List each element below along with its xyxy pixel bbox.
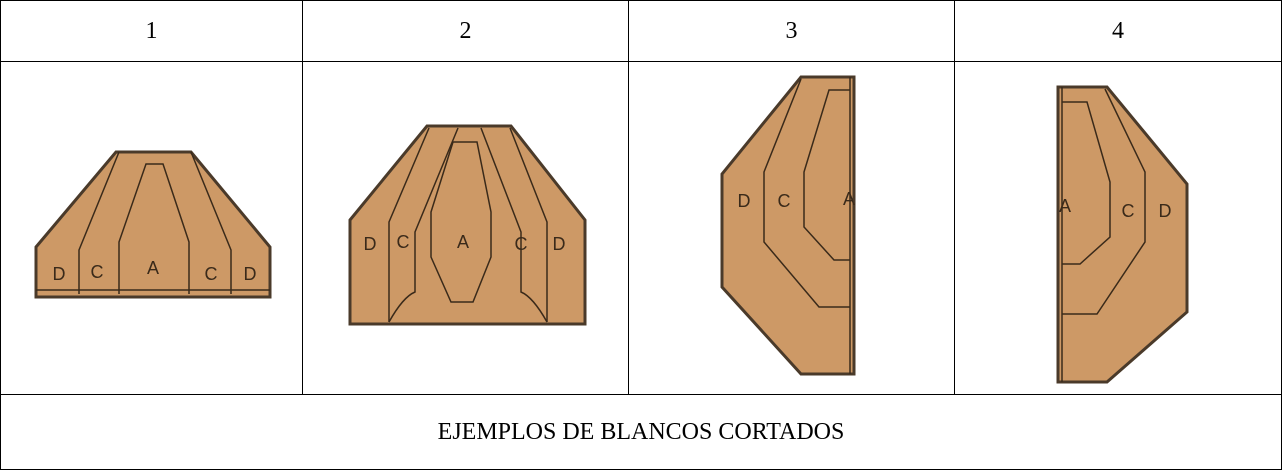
table-rule-header	[0, 61, 1282, 62]
header-cell-3: 3	[785, 17, 798, 44]
table-col-divider-1	[302, 0, 303, 395]
target-2-zone-a: A	[457, 232, 469, 252]
target-illustration-4: A C D	[1056, 85, 1189, 384]
target-1-zone-c-left: C	[91, 262, 104, 282]
target-4-zone-a: A	[1059, 196, 1071, 216]
table-caption: EJEMPLOS DE BLANCOS CORTADOS	[437, 419, 845, 445]
target-1-zone-d-left: D	[53, 264, 66, 284]
target-cell-1: D C A C D	[1, 62, 302, 394]
target-1-zone-d-right: D	[244, 264, 257, 284]
target-illustration-3: D C A	[720, 75, 856, 376]
target-illustration-1: D C A C D	[34, 150, 272, 299]
target-2-zone-d-left: D	[364, 234, 377, 254]
target-3-zone-d: D	[738, 191, 751, 211]
table-border-left	[0, 0, 1, 470]
target-1-zone-a: A	[147, 258, 159, 278]
header-cell-2: 2	[459, 17, 472, 44]
target-3-zone-c: C	[778, 191, 791, 211]
target-3-zone-a: A	[843, 189, 855, 209]
header-cell-1: 1	[145, 17, 158, 44]
target-2-zone-d-right: D	[553, 234, 566, 254]
target-1-zone-c-right: C	[205, 264, 218, 284]
table-rule-caption	[0, 394, 1282, 395]
target-4-zone-d: D	[1159, 201, 1172, 221]
target-2-zone-c-left: C	[397, 232, 410, 252]
table-col-divider-2	[628, 0, 629, 395]
target-4-zone-c: C	[1122, 201, 1135, 221]
target-2-zone-c-right: C	[515, 234, 528, 254]
header-cell-4: 4	[1112, 17, 1124, 44]
target-cell-4: A C D	[955, 62, 1281, 394]
target-cell-2: D C A C D	[303, 62, 628, 394]
target-illustration-2: D C A C D	[348, 124, 587, 326]
target-cell-3: D C A	[629, 62, 954, 394]
table-col-divider-3	[954, 0, 955, 395]
table-border-top	[0, 0, 1282, 1]
